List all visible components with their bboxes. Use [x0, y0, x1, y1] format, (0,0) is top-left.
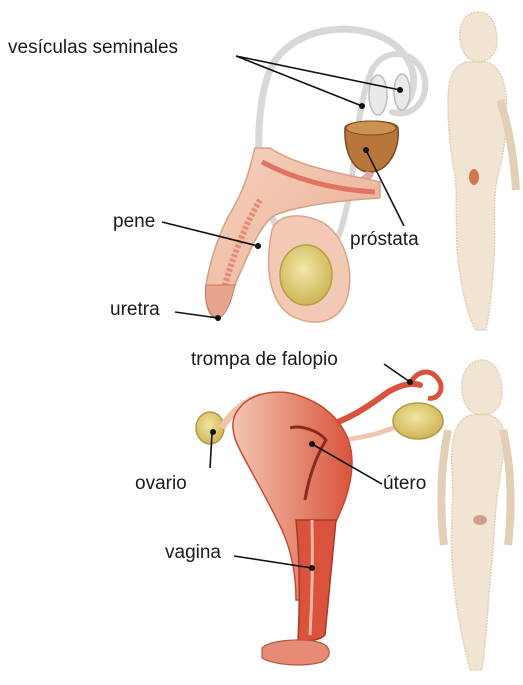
leader-trompa	[384, 364, 410, 382]
uterus	[233, 392, 352, 600]
vagina	[296, 520, 336, 641]
label-pene: pene	[113, 212, 155, 231]
female-system	[196, 372, 443, 665]
label-ovario: ovario	[135, 474, 187, 493]
label-utero: útero	[383, 474, 426, 493]
label-uretra: uretra	[110, 300, 160, 319]
label-vesiculas-seminales: vesículas seminales	[8, 38, 178, 57]
ovary-right	[393, 403, 443, 439]
label-prostata: próstata	[350, 230, 419, 249]
ovary-left	[196, 412, 224, 444]
testis	[280, 245, 332, 305]
male-silhouette	[448, 12, 516, 330]
leader-vesiculas-1	[236, 56, 362, 106]
seminal-vesicle-left	[369, 75, 387, 115]
vulva	[262, 640, 329, 665]
prostate-top	[346, 121, 396, 135]
label-trompa-de-falopio: trompa de falopio	[191, 350, 338, 369]
female-silhouette	[441, 360, 510, 670]
label-vagina: vagina	[165, 543, 221, 562]
